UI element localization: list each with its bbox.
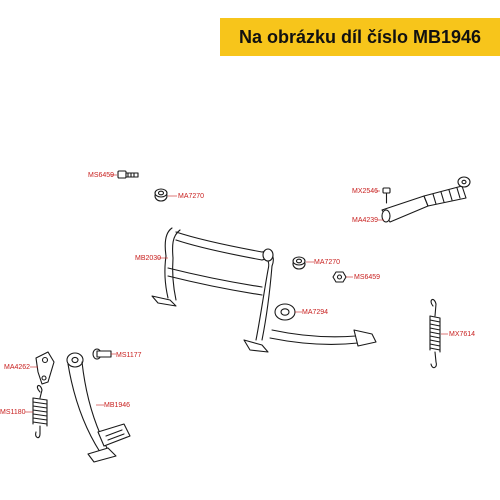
label-mb2030: MB2030 — [135, 255, 161, 262]
pedal-ma4239 — [381, 176, 471, 223]
bushing-ma7270-top — [154, 188, 168, 202]
label-ma7294: MA7294 — [302, 309, 328, 316]
pin-ms1177 — [92, 348, 112, 360]
label-ma7270-mid: MA7270 — [314, 259, 340, 266]
page-title: Na obrázku díl číslo MB1946 — [238, 26, 482, 47]
bushing-ma7270-mid — [292, 256, 306, 270]
label-mx2546: MX2546 — [352, 188, 378, 195]
spring-ms1180 — [32, 384, 48, 439]
bracket-ma4262 — [35, 351, 55, 385]
label-ms1177: MS1177 — [116, 352, 142, 359]
title-banner: Na obrázku díl číslo MB1946 — [220, 18, 500, 56]
center-stand-mb2030 — [151, 227, 377, 353]
label-ms1180: MS1180 — [0, 409, 26, 416]
label-ma4239: MA4239 — [352, 217, 378, 224]
label-mx7614: MX7614 — [449, 331, 475, 338]
side-stand-mb1946 — [66, 352, 131, 463]
pivot-ma7294 — [274, 303, 296, 321]
spring-mx7614 — [429, 298, 441, 369]
nut-ms6459-mid — [332, 271, 347, 283]
bolt-ms6459-top — [117, 170, 139, 179]
label-ms6459-top: MS6459 — [88, 172, 114, 179]
label-ma7270-top: MA7270 — [178, 193, 204, 200]
label-ma4262: MA4262 — [4, 364, 30, 371]
label-mb1946: MB1946 — [104, 402, 130, 409]
bolt-mx2546 — [382, 187, 391, 204]
label-ms6459-mid: MS6459 — [354, 274, 380, 281]
